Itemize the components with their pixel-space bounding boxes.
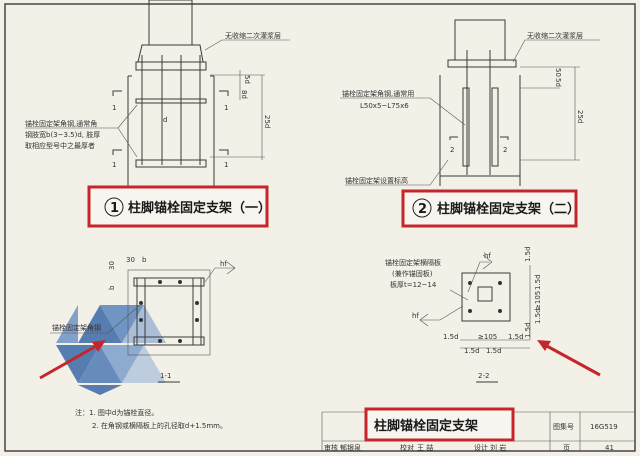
- note-1: 注：1. 图中d为锚栓直径。: [75, 408, 158, 417]
- section-mark: 1: [224, 161, 228, 169]
- height-label: 锚栓固定架设置标高: [345, 176, 408, 185]
- section-title: 1-1: [160, 372, 171, 380]
- grout-label: 无收缩二次灌浆层: [527, 31, 583, 40]
- dim-bottom: 1.5d: [508, 333, 524, 341]
- highlight-box: [401, 189, 578, 228]
- dim-side: 1.5d: [524, 322, 532, 338]
- sheet-border: [4, 3, 636, 452]
- angle-label-3: 取相应型号中之最厚者: [25, 141, 95, 150]
- dim-b: b: [142, 256, 147, 264]
- dim-bottom: 1.5d: [443, 333, 459, 341]
- red-arrow-right: [537, 340, 601, 377]
- sheet-title: 柱脚锚栓固定支架: [374, 418, 478, 434]
- dim-bottom-2: 1.5d: [486, 347, 502, 355]
- dim-8d: 8d: [240, 90, 248, 99]
- dim-b-side: b: [108, 285, 116, 290]
- angle-size: L50x5~L75x6: [360, 102, 409, 110]
- dim-side: ≥105: [534, 291, 542, 310]
- dim-50: 50: [554, 68, 562, 77]
- drawing-1-elevation: 无收缩二次灌浆层 5d 8d 25d d 锚栓固定架角钢,通常角 钢肢宽b(3~…: [25, 0, 290, 186]
- watermark-logo: [56, 305, 166, 395]
- page-number: 41: [605, 444, 614, 452]
- plate-label-2: (兼作锚固板): [392, 269, 433, 278]
- reviewer: 郁银泉: [340, 443, 361, 452]
- caption-number: 2: [418, 202, 427, 217]
- caption-1: 1 柱脚锚栓固定支架（一）: [87, 185, 271, 228]
- highlight-box: [87, 185, 269, 228]
- dim-25d: 25d: [263, 115, 271, 128]
- designer: 刘 岩: [490, 443, 506, 452]
- plate-label: 锚栓固定架横隔板: [385, 258, 441, 267]
- angle-label: 锚栓固定架角钢,通常用: [342, 89, 414, 98]
- review-label: 审核: [324, 443, 338, 452]
- dim-bottom: ≥105: [478, 333, 497, 341]
- grout-label: 无收缩二次灌浆层: [225, 31, 281, 40]
- drawing-2-elevation: 无收缩二次灌浆层 50 5d 25d 锚栓固定架角钢,通常用 L50x5~L75…: [340, 19, 600, 186]
- dim-d: d: [163, 116, 167, 124]
- dim-side: 1.5d: [534, 308, 542, 324]
- check-label: 校对: [400, 443, 414, 452]
- note-2: 2. 在角钢或横隔板上的孔径取d+1.5mm。: [92, 421, 227, 430]
- dim-5d: 5d: [243, 75, 251, 84]
- red-arrow-left: [39, 340, 106, 380]
- title-block: 柱脚锚栓固定支架 图集号 16G519 审核 郁银泉 校对 王 喆 设计 刘 岩…: [321, 407, 635, 452]
- highlight-box: [364, 407, 515, 442]
- section-mark: 2: [503, 146, 507, 154]
- weld-symbol: hf: [484, 252, 491, 260]
- caption-title: 柱脚锚栓固定支架（二）: [437, 201, 580, 217]
- caption-number: 1: [110, 201, 119, 216]
- dim-30-side: 30: [108, 261, 116, 270]
- page-label: 页: [563, 444, 570, 452]
- section-title: 2-2: [478, 372, 489, 380]
- checker: 王 喆: [417, 443, 433, 452]
- section-mark: 2: [450, 146, 454, 154]
- dim-side: 1.5d: [534, 274, 542, 290]
- caption-title: 柱脚锚栓固定支架（一）: [128, 200, 271, 216]
- dim-bottom-2: 1.5d: [464, 347, 480, 355]
- weld-symbol: hf: [412, 312, 419, 320]
- dim-side: 1.5d: [524, 246, 532, 262]
- atlas-number: 16G519: [590, 423, 618, 431]
- design-label: 设计: [474, 443, 488, 452]
- section-2-2: 锚栓固定架横隔板 (兼作锚固板) 板厚t=12~14 hf hf 1.5d ≥1…: [385, 246, 542, 383]
- weld-symbol: hf: [220, 260, 227, 268]
- section-mark: 1: [112, 104, 116, 112]
- dim-30: 30: [126, 256, 135, 264]
- plate-thickness: 板厚t=12~14: [390, 280, 437, 289]
- angle-label: 锚栓固定架角钢: [52, 323, 101, 332]
- angle-label: 锚栓固定架角钢,通常角: [25, 119, 97, 128]
- anchor-bolts: [141, 55, 201, 165]
- section-mark: 1: [112, 161, 116, 169]
- dim-5d: 5d: [554, 78, 562, 87]
- dim-25d: 25d: [576, 110, 584, 123]
- angle-label-2: 钢肢宽b(3~3.5)d, 肢厚: [25, 130, 100, 139]
- atlas-label: 图集号: [553, 422, 574, 431]
- section-mark: 1: [224, 104, 228, 112]
- caption-2: 2 柱脚锚栓固定支架（二）: [401, 189, 580, 228]
- section-1-1: 30 b 30 b hf 锚栓固定架角钢 1-1: [50, 256, 236, 383]
